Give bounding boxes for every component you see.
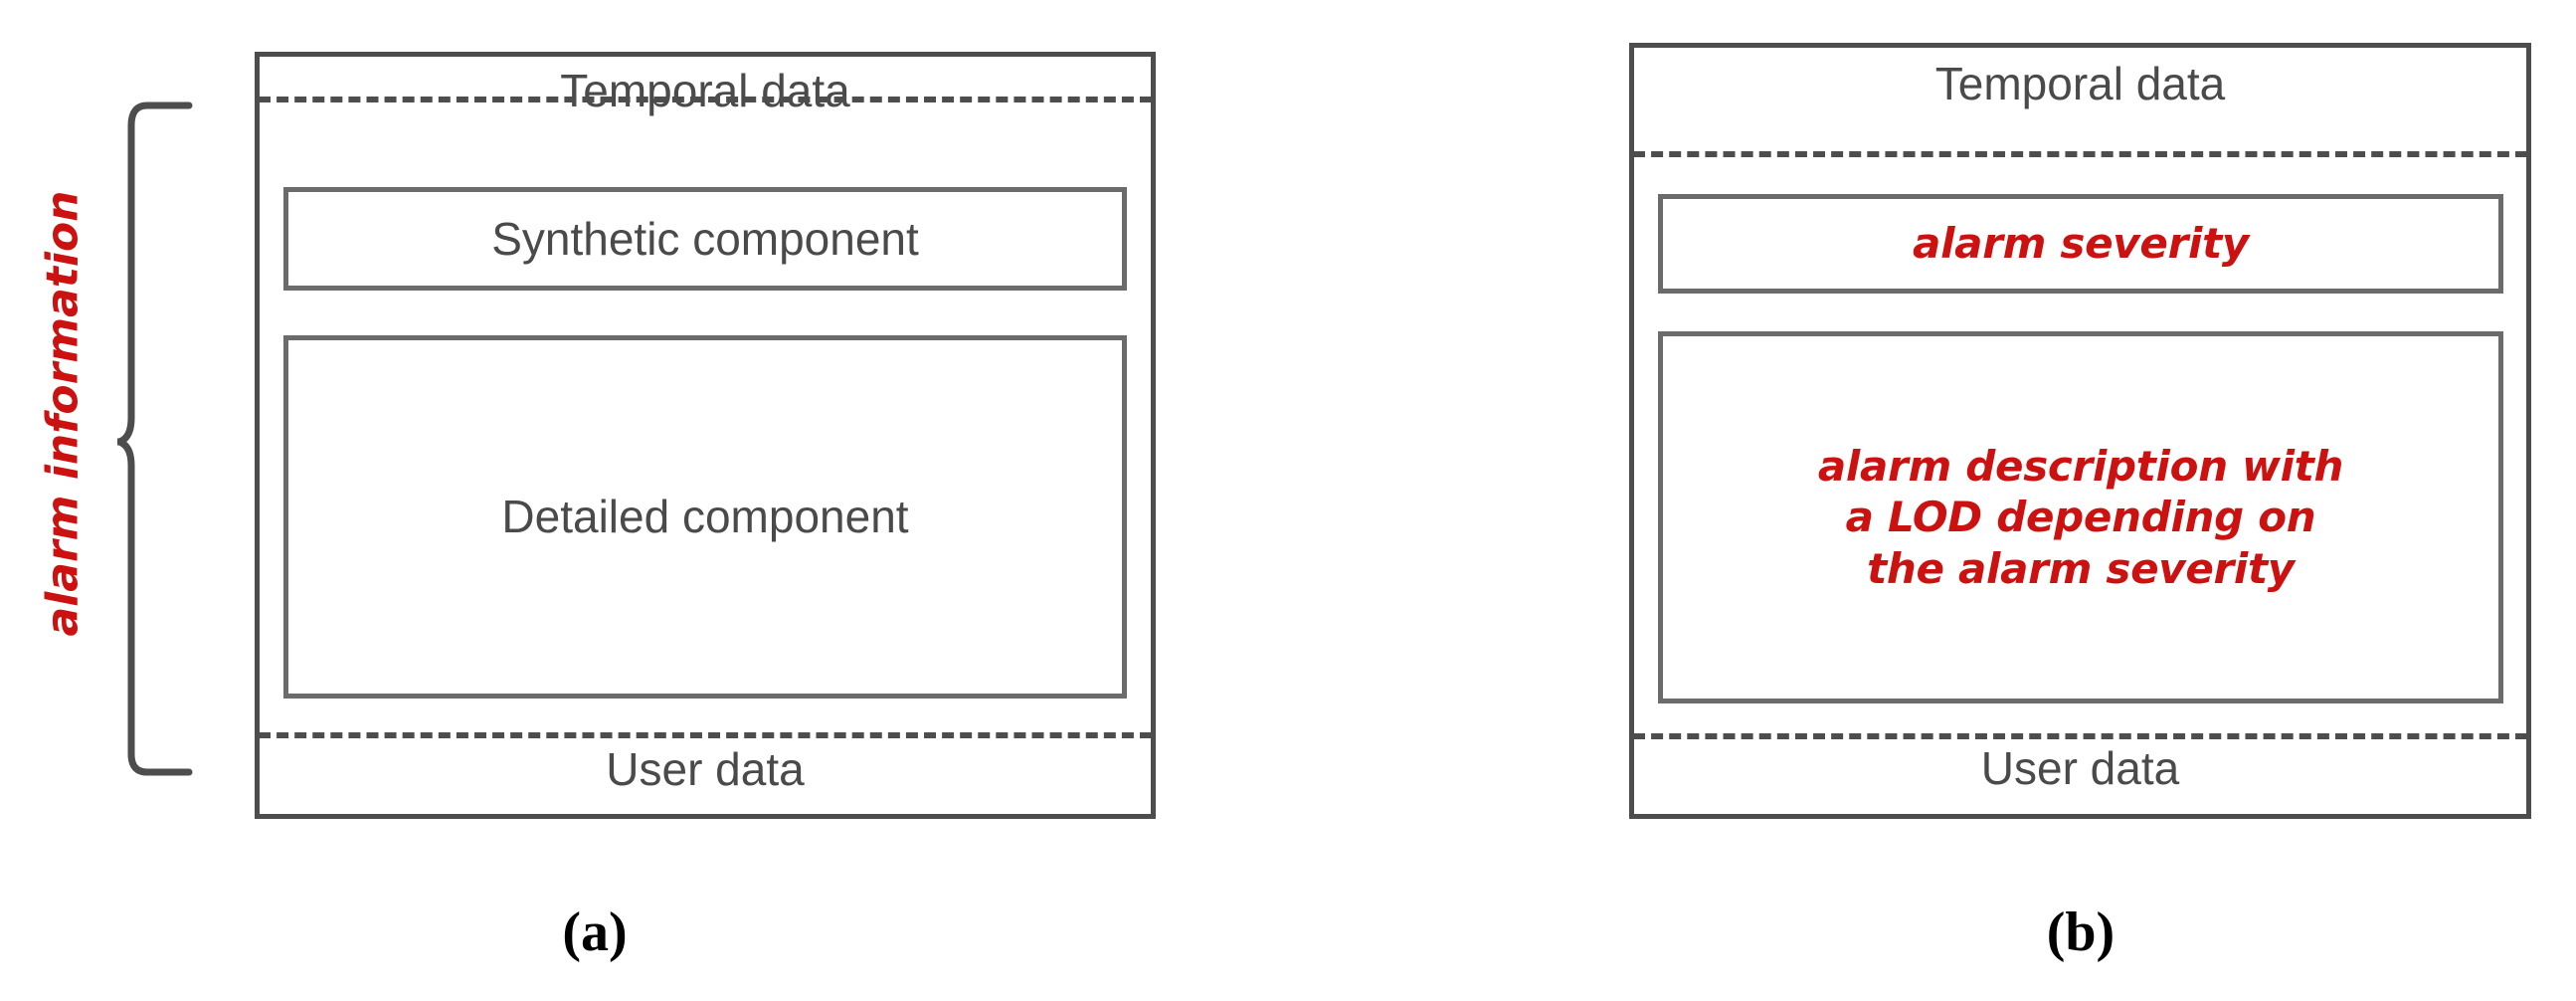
alarm-information-brace-group: alarm information <box>8 100 247 776</box>
panel-b-top-dashed-divider <box>1633 151 2527 157</box>
panel-a-detailed-component-label: Detailed component <box>501 491 909 543</box>
panel-b-alarm-description-line-1: alarm description with <box>1817 442 2344 492</box>
panel-a-synthetic-component-label: Synthetic component <box>491 212 919 265</box>
panel-a-temporal-data-label: Temporal data <box>560 65 850 116</box>
panel-a-outer-box: Temporal data Synthetic component Detail… <box>255 52 1156 819</box>
panel-a-synthetic-component-box: Synthetic component <box>283 187 1127 291</box>
panel-a-caption: (a) <box>562 901 628 963</box>
panel-b-caption: (b) <box>2046 901 2116 963</box>
panel-b-alarm-description-box: alarm description with a LOD depending o… <box>1658 331 2503 703</box>
panel-b-user-data-label: User data <box>1980 742 2180 794</box>
panel-b-alarm-description-line-3: the alarm severity <box>1867 543 2295 593</box>
panel-b-bottom-dashed-divider <box>1633 733 2527 739</box>
panel-b-alarm-description-line-2: a LOD depending on <box>1845 493 2316 542</box>
panel-a-user-data-label: User data <box>606 743 805 795</box>
alarm-information-label: alarm information <box>37 190 89 637</box>
panel-b-temporal-data-label: Temporal data <box>1934 58 2226 109</box>
panel-b-alarm-severity-label: alarm severity <box>1913 219 2249 269</box>
panel-a-detailed-component-box: Detailed component <box>283 335 1127 699</box>
panel-a-bottom-dashed-divider <box>259 732 1152 738</box>
panel-b-alarm-severity-box: alarm severity <box>1658 194 2503 294</box>
curly-brace-icon <box>117 101 193 776</box>
panel-a-top-dashed-divider <box>259 97 1152 102</box>
panel-b-outer-box: Temporal data alarm severity alarm descr… <box>1629 43 2531 819</box>
